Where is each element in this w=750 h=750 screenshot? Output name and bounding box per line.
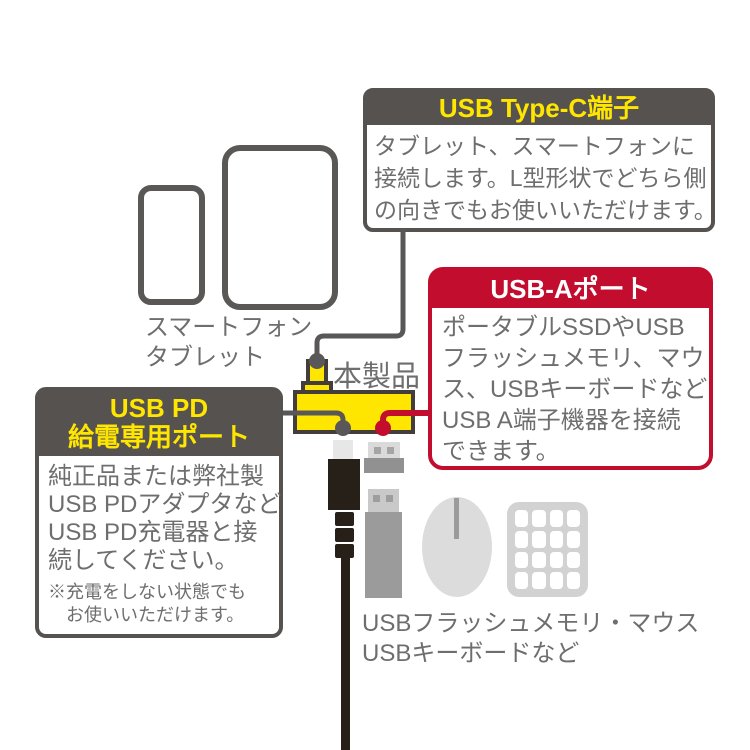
mouse-wheel-line [454, 498, 459, 539]
bottom-caption-line1: USBフラッシュメモリ・マウス [362, 610, 700, 637]
flash-drive-pin [386, 495, 393, 502]
bottom-caption-line2: USBキーボードなど [362, 640, 580, 667]
usba-body-line: ポータブルSSDやUSB [442, 314, 685, 341]
usbpd-title-line1: USB PD [109, 393, 209, 423]
usbpd-title-line2: 給電専用ポート [67, 422, 250, 452]
callout-usb-type-c: USB Type-C端子 タブレット、スマートフォンに 接続します。L型形状でど… [363, 88, 717, 232]
usba-body-line: フラッシュメモリ、マウ [442, 345, 705, 372]
usb-c-strain-relief [335, 544, 354, 558]
callout-usb-pd-body: 純正品または弊社製 USB PDアダプタなど USB PD充電器と接 続してくだ… [39, 456, 282, 627]
usbpd-note: ※充電をしない状態でも お使いいただけます。 [48, 581, 279, 627]
usb-c-plug-body [328, 459, 360, 510]
tablet-icon [222, 145, 338, 310]
top-devices-label-line1: スマートフォン [145, 314, 313, 341]
usbpd-note-line: お使いいただけます。 [66, 605, 245, 625]
keyboard-icon [507, 502, 588, 597]
top-devices-label-line2: タブレット [145, 344, 265, 371]
callout-usb-type-c-body: タブレット、スマートフォンに 接続します。L型形状でどちら側 の向きでもお使いい… [367, 125, 717, 226]
usb-a-plug-pin [374, 447, 381, 454]
usb-c-strain-relief [335, 512, 354, 526]
callout-usb-a-body: ポータブルSSDやUSB フラッシュメモリ、マウ ス、USBキーボードなど US… [432, 308, 709, 467]
callout-usb-type-c-title: USB Type-C端子 [367, 92, 711, 125]
top-devices-label: スマートフォン タブレット [145, 313, 312, 373]
typec-body-line: の向きでもお使いいただけます。 [374, 197, 717, 223]
callout-usb-pd-port: USB PD 給電専用ポート 純正品または弊社製 USB PDアダプタなど US… [35, 387, 283, 638]
usb-a-plug-body [364, 458, 404, 473]
callout-usb-a-port: USB-Aポート ポータブルSSDやUSB フラッシュメモリ、マウ ス、USBキ… [428, 267, 713, 470]
flash-drive-body [365, 512, 402, 598]
typec-body-line: 接続します。L型形状でどちら側 [374, 165, 707, 191]
usbpd-body-line: 続してください。 [48, 547, 239, 574]
usb-a-plug-metal [368, 442, 400, 458]
usb-c-strain-relief [335, 528, 354, 542]
usbpd-body-line: USB PDアダプタなど [48, 491, 282, 518]
callout-usb-a-title: USB-Aポート [432, 271, 709, 308]
flash-drive-metal [368, 489, 399, 512]
usbpd-body-line: 純正品または弊社製 [48, 463, 264, 490]
usbpd-body-line: USB PD充電器と接 [48, 519, 258, 546]
usb-c-plug-tip [333, 440, 353, 460]
hub-device-body [293, 390, 415, 434]
usba-body-line: USB A端子機器を接続 [442, 407, 681, 434]
usbpd-note-line: ※充電をしない状態でも [48, 582, 246, 602]
smartphone-icon [138, 185, 205, 305]
usb-a-plug-pin [387, 447, 394, 454]
product-label: 本製品 [333, 361, 421, 393]
usba-body-line: できます。 [442, 438, 560, 465]
flash-drive-pin [373, 495, 380, 502]
typec-body-line: タブレット、スマートフォンに [374, 133, 695, 159]
cable [341, 556, 350, 750]
bottom-caption: USBフラッシュメモリ・マウス USBキーボードなど [362, 609, 699, 669]
callout-usb-pd-title: USB PD 給電専用ポート [39, 391, 279, 456]
usba-body-line: ス、USBキーボードなど [442, 376, 708, 403]
